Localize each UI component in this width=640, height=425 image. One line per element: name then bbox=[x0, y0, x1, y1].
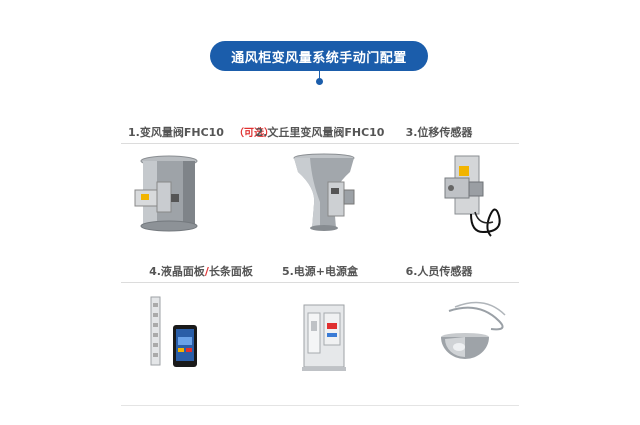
divider bbox=[359, 282, 519, 283]
title-dot bbox=[316, 78, 323, 85]
item-label: 5.电源+电源盒 bbox=[281, 265, 359, 278]
divider bbox=[121, 282, 281, 283]
displacement-sensor-icon bbox=[444, 155, 501, 237]
item-label: 4.液晶面板/长条面板 bbox=[149, 265, 253, 278]
damper-valve-icon bbox=[134, 155, 198, 232]
item-label: 1.变风量阀FHC10（可选） bbox=[128, 126, 274, 139]
item-label: 3.位移传感器 bbox=[405, 126, 473, 139]
venturi-valve-icon bbox=[293, 153, 355, 231]
divider bbox=[359, 143, 519, 144]
divider bbox=[240, 282, 400, 283]
page-title: 通风柜变风量系统手动门配置 bbox=[210, 41, 428, 71]
lcd-panel-icon bbox=[150, 296, 197, 367]
presence-sensor-icon bbox=[441, 301, 506, 359]
divider bbox=[121, 143, 281, 144]
title-connector bbox=[319, 71, 320, 79]
power-box-icon bbox=[302, 304, 346, 371]
footer-divider bbox=[121, 405, 519, 406]
item-label: 2.文丘里变风量阀FHC10 bbox=[255, 126, 385, 139]
divider bbox=[240, 143, 400, 144]
item-label: 6.人员传感器 bbox=[405, 265, 473, 278]
